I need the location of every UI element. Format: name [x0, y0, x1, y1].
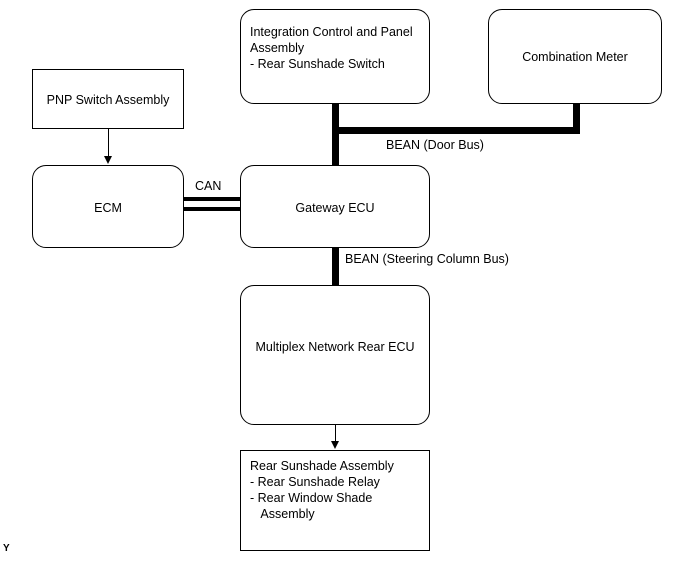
bus-can-pair	[184, 197, 240, 211]
arrowhead-pnp-to-ecm	[104, 156, 112, 164]
node-gateway-ecu[interactable]: Gateway ECU	[240, 165, 430, 248]
node-label: PNP Switch Assembly	[46, 93, 170, 107]
node-pnp-switch-assembly[interactable]: PNP Switch Assembly	[32, 69, 184, 129]
can-line-upper	[184, 197, 240, 201]
bus-bean-steering-column	[332, 248, 339, 285]
node-rear-sunshade-assembly[interactable]: Rear Sunshade Assembly - Rear Sunshade R…	[240, 450, 430, 551]
node-multiplex-network-rear-ecu[interactable]: Multiplex Network Rear ECU	[240, 285, 430, 425]
bus-combination-meter-drop	[573, 104, 580, 134]
node-integration-control-and-panel-assembly[interactable]: Integration Control and Panel Assembly -…	[240, 9, 430, 104]
bus-bean-door-horizontal	[332, 127, 580, 134]
node-label: Multiplex Network Rear ECU	[255, 340, 415, 354]
link-pnp-to-ecm	[108, 129, 109, 157]
corner-mark: Y	[3, 543, 10, 554]
node-combination-meter[interactable]: Combination Meter	[488, 9, 662, 104]
node-label: Combination Meter	[522, 50, 628, 64]
edge-label-bean-steering-column-bus: BEAN (Steering Column Bus)	[345, 252, 509, 266]
node-label: Integration Control and Panel Assembly -…	[250, 25, 413, 71]
bus-integration-to-gateway	[332, 104, 339, 165]
node-label: Gateway ECU	[295, 201, 375, 215]
edge-label-can: CAN	[195, 179, 222, 193]
node-label: Rear Sunshade Assembly - Rear Sunshade R…	[250, 459, 394, 521]
node-label: ECM	[94, 201, 122, 215]
edge-label-bean-door-bus: BEAN (Door Bus)	[386, 138, 484, 152]
node-ecm[interactable]: ECM	[32, 165, 184, 248]
arrowhead-multiplex-to-sunshade	[331, 441, 339, 449]
can-line-lower	[184, 207, 240, 211]
link-multiplex-to-sunshade	[335, 425, 336, 443]
